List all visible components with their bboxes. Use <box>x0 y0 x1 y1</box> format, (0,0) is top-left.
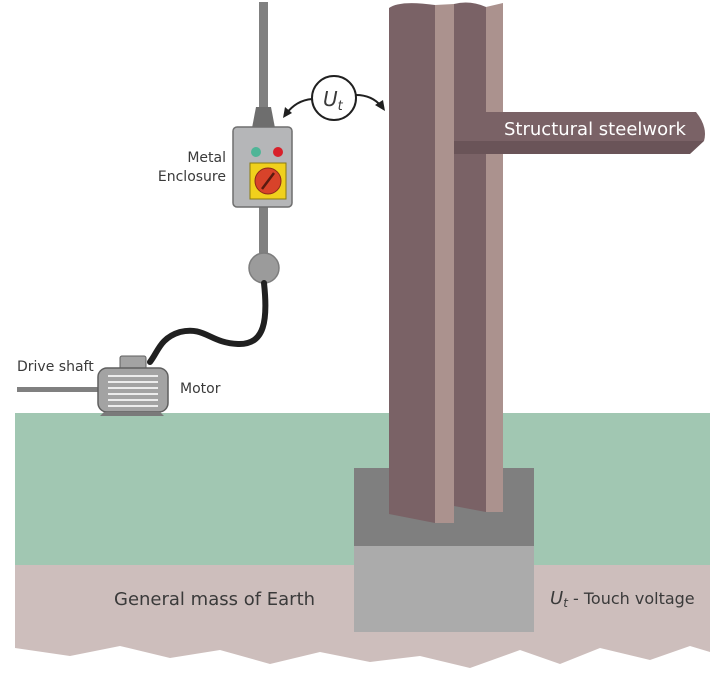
touch-voltage-symbol-u: U <box>323 87 338 111</box>
legend-symbol-u: U <box>550 588 563 609</box>
structural-column <box>389 2 503 524</box>
foundation-lower <box>354 546 534 632</box>
conduit-bottom <box>259 206 268 258</box>
structural-beam <box>454 112 705 154</box>
drive-shaft-label: Drive shaft <box>17 359 94 375</box>
touch-voltage-symbol: Ut <box>323 87 344 114</box>
motor <box>97 355 169 416</box>
conduit-gland-top <box>252 107 275 128</box>
touch-voltage-circle <box>311 75 357 121</box>
touch-voltage-symbol-t: t <box>338 99 344 114</box>
junction-box <box>248 252 280 284</box>
legend-text: - Touch voltage <box>568 589 695 608</box>
conduit-top <box>259 2 268 107</box>
earth-label: General mass of Earth <box>114 589 315 610</box>
metal-enclosure-label-line1: Metal <box>187 150 226 166</box>
legend-symbol-t: t <box>563 596 569 610</box>
metal-enclosure-label-line2: Enclosure <box>158 169 226 185</box>
motor-label: Motor <box>180 381 221 397</box>
indicator-red-icon <box>273 147 283 157</box>
drive-shaft <box>17 387 102 392</box>
metal-enclosure <box>232 126 293 208</box>
indicator-green-icon <box>251 147 261 157</box>
touch-voltage-legend: Ut - Touch voltage <box>550 588 695 610</box>
structural-steelwork-label: Structural steelwork <box>504 119 687 140</box>
motor-cable <box>147 280 269 365</box>
arrowhead-left-icon <box>283 107 292 118</box>
arrowhead-right-icon <box>375 100 385 111</box>
